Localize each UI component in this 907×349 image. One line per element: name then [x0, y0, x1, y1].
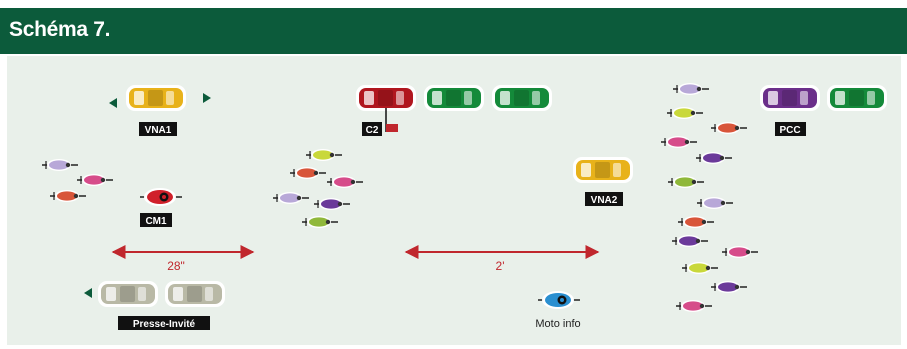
car-team	[492, 85, 552, 111]
left-arrow-icon	[109, 98, 117, 108]
car-team	[424, 85, 484, 111]
rider-icon	[668, 176, 704, 188]
right-arrow-icon	[203, 93, 211, 103]
rider-icon	[682, 262, 718, 274]
flag-icon	[386, 124, 398, 132]
rider-icon	[661, 136, 697, 148]
rider-icon	[327, 176, 363, 188]
svg-text:Presse-Invité: Presse-Invité	[133, 319, 196, 330]
rider-icon	[302, 216, 338, 228]
rider-icon	[314, 198, 350, 210]
rider-icon	[678, 216, 714, 228]
label-c2: C2	[362, 122, 382, 136]
car-team	[827, 85, 887, 111]
rider-icon	[273, 192, 309, 204]
rider-icon	[673, 83, 709, 95]
car-c2	[356, 85, 416, 111]
rider-icon	[290, 167, 326, 179]
rider-icon	[77, 174, 113, 186]
moto-cm1-icon	[140, 188, 182, 206]
rider-icon	[42, 159, 78, 171]
car-vna2	[573, 157, 633, 183]
label-moto-info: Moto info	[535, 318, 580, 330]
car-pcc	[760, 85, 820, 111]
rider-icon	[711, 122, 747, 134]
label-vna2: VNA2	[585, 192, 623, 206]
car-press	[165, 281, 225, 307]
svg-text:PCC: PCC	[779, 125, 800, 136]
left-arrow-icon	[84, 288, 92, 298]
svg-text:VNA1: VNA1	[145, 125, 172, 136]
rider-icon	[711, 281, 747, 293]
label-press: Presse-Invité	[118, 316, 210, 330]
rider-icon	[676, 300, 712, 312]
rider-icon	[672, 235, 708, 247]
rider-icon	[306, 149, 342, 161]
rider-icon	[696, 152, 732, 164]
car-press	[98, 281, 158, 307]
car-vna1	[126, 85, 186, 111]
rider-icon	[697, 197, 733, 209]
rider-icon	[50, 190, 86, 202]
rider-icon	[722, 246, 758, 258]
label-vna1: VNA1	[139, 122, 177, 136]
svg-text:C2: C2	[366, 125, 379, 136]
gap-label-middle: 2'	[496, 259, 505, 273]
label-cm1: CM1	[140, 213, 172, 227]
svg-text:CM1: CM1	[145, 216, 167, 227]
rider-icon	[667, 107, 703, 119]
gap-label-left: 28"	[167, 259, 185, 273]
moto-info-icon	[538, 291, 580, 309]
svg-text:VNA2: VNA2	[591, 195, 618, 206]
label-pcc: PCC	[775, 122, 806, 136]
